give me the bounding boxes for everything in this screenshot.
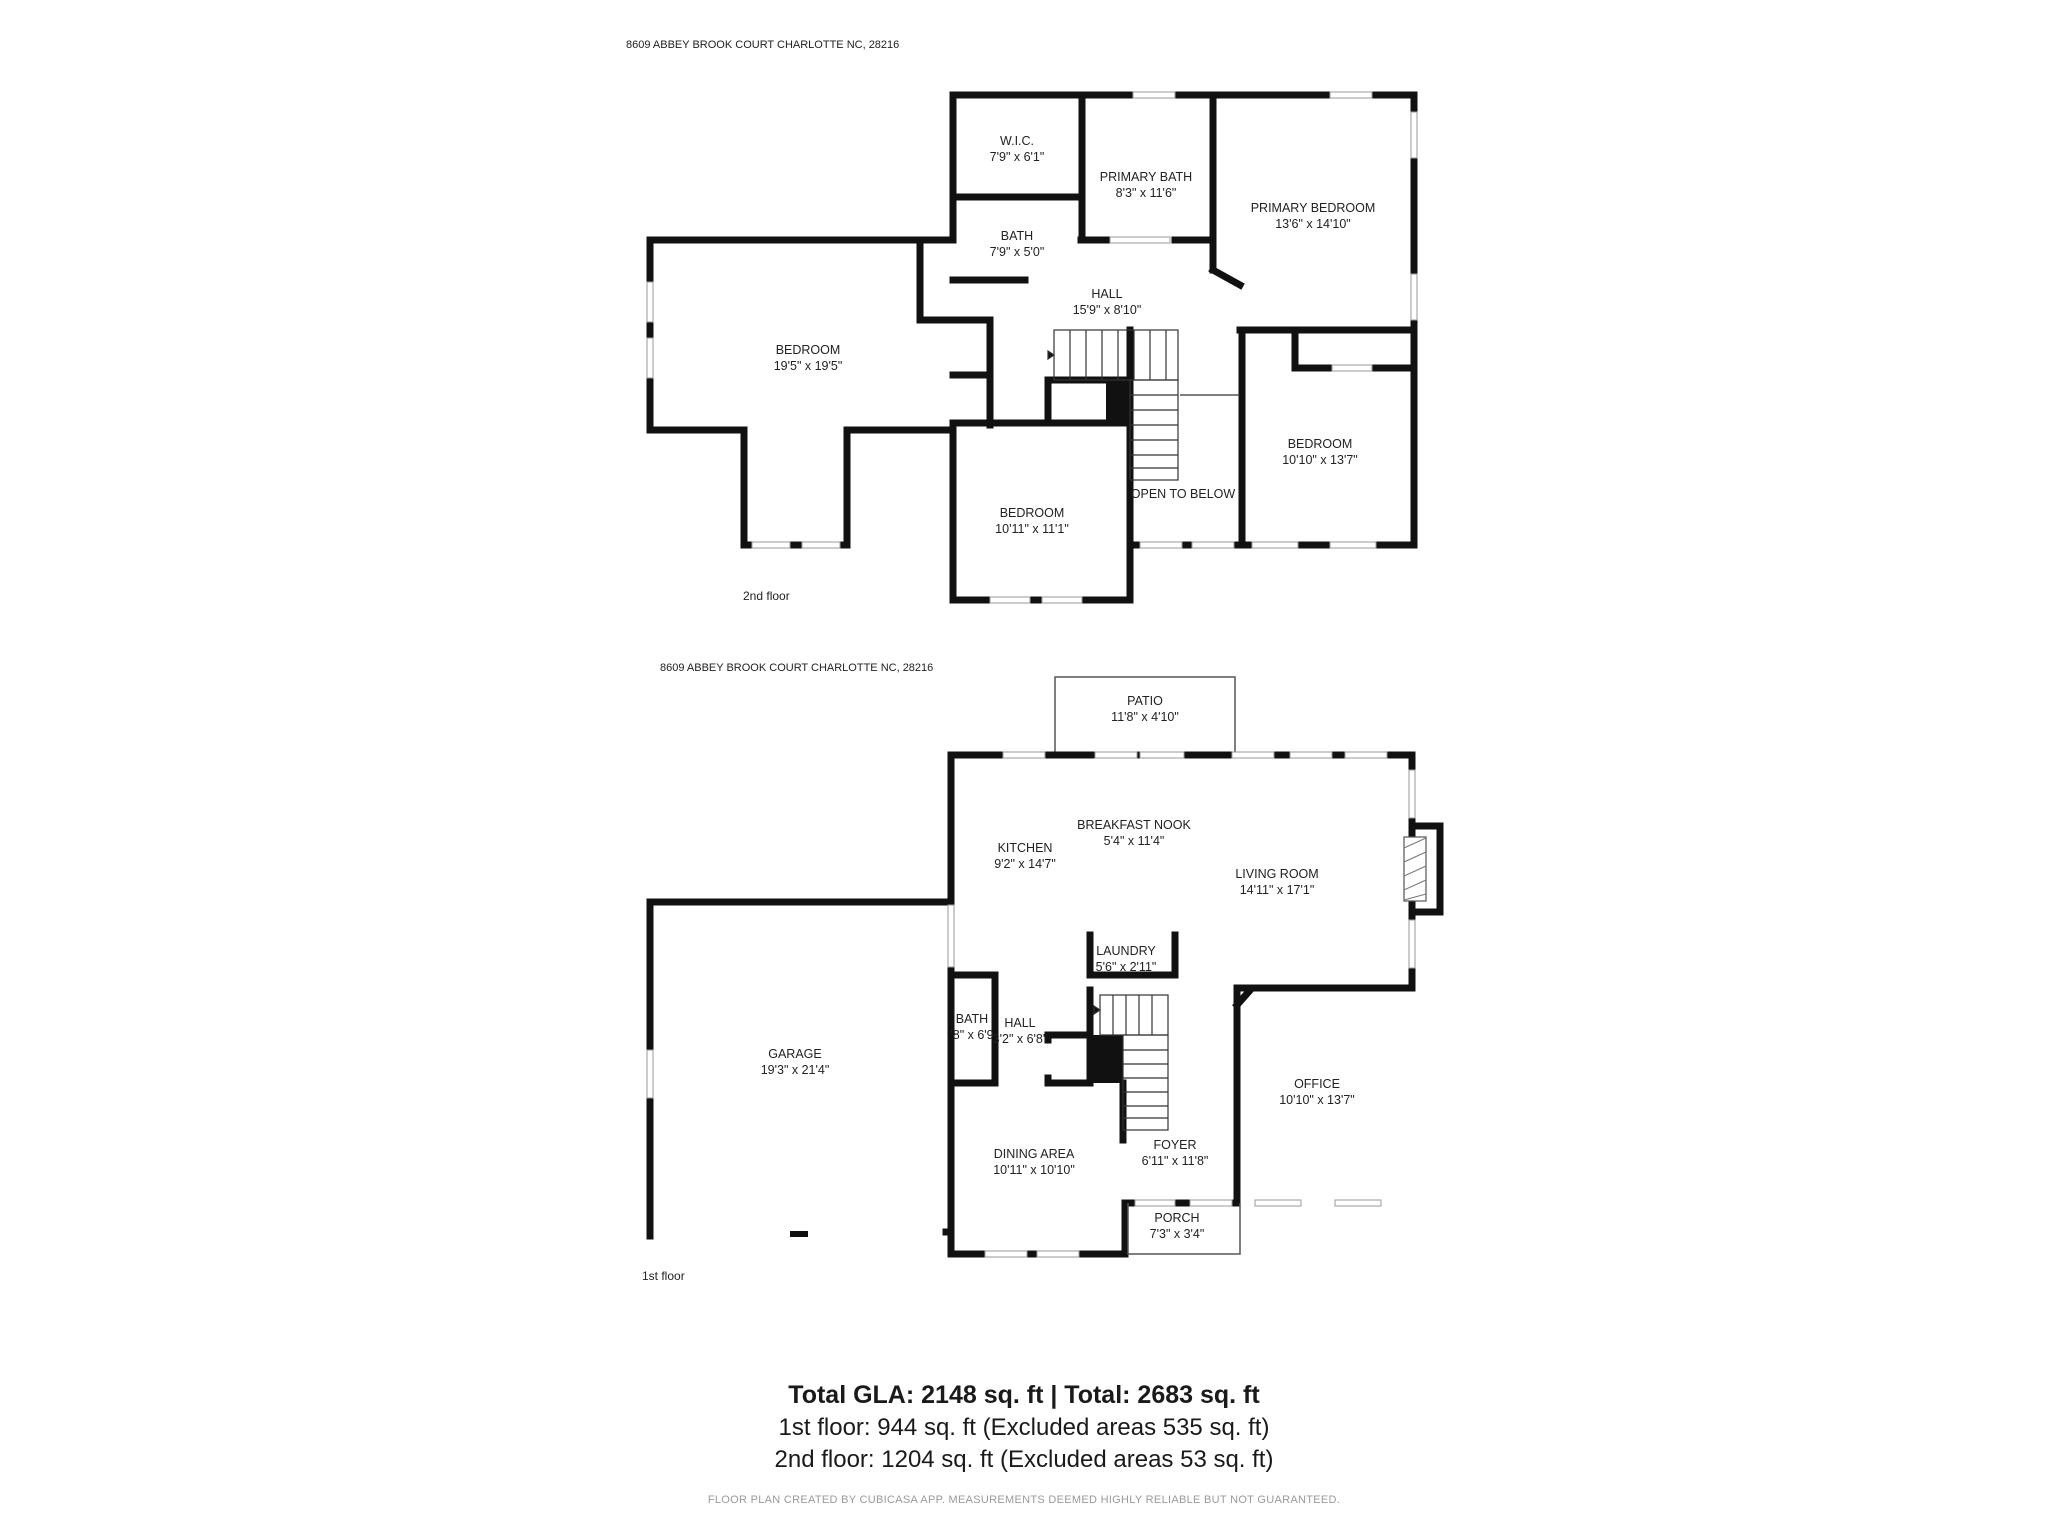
cubicasa-credit: FLOOR PLAN CREATED BY CUBICASA APP. MEAS… — [707, 1494, 1341, 1506]
second-floor-address: 8609 ABBEY BROOK COURT CHARLOTTE NC, 282… — [626, 39, 899, 51]
room-dims: 8'3" x 11'6" — [1116, 186, 1177, 200]
room-dims: '8" x 6'9 — [950, 1028, 993, 1042]
second-floor-label: 2nd floor — [743, 589, 790, 603]
room-name: OFFICE — [1294, 1077, 1340, 1091]
total-gla-summary: Total GLA: 2148 sq. ft | Total: 2683 sq.… — [788, 1381, 1260, 1409]
room-name: LAUNDRY — [1096, 944, 1156, 958]
first-floor-room-labels: PATIO 11'8" x 4'10" BREAKFAST NOOK 5'4" … — [761, 694, 1355, 1241]
room-name: OPEN TO BELOW — [1131, 487, 1236, 501]
room-name: BEDROOM — [1288, 437, 1353, 451]
first-floor-address: 8609 ABBEY BROOK COURT CHARLOTTE NC, 282… — [660, 662, 933, 674]
room-name: PORCH — [1154, 1211, 1199, 1225]
patio-outline — [1054, 676, 1236, 753]
room-dims: 5'6" x 2'11" — [1096, 960, 1157, 974]
room-dims: 19'3" x 21'4" — [761, 1063, 830, 1077]
second-floor-plan: 8609 ABBEY BROOK COURT CHARLOTTE NC, 282… — [626, 39, 1418, 604]
room-name: DINING AREA — [994, 1147, 1075, 1161]
room-name: PRIMARY BEDROOM — [1251, 201, 1376, 215]
room-name: BREAKFAST NOOK — [1077, 818, 1191, 832]
room-dims: 5'4" x 11'4" — [1104, 834, 1165, 848]
room-dims: 9'2" x 14'7" — [994, 857, 1056, 871]
second-floor-room-labels: W.I.C. 7'9" x 6'1" PRIMARY BATH 8'3" x 1… — [774, 134, 1376, 536]
room-name: LIVING ROOM — [1235, 867, 1318, 881]
stair-column — [1106, 380, 1130, 423]
room-dims: 10'11" x 11'1" — [995, 522, 1069, 536]
room-name: PRIMARY BATH — [1100, 170, 1192, 184]
room-dims: 6'11" x 11'8" — [1142, 1154, 1209, 1168]
room-dims: 10'10" x 13'7" — [1282, 453, 1358, 467]
room-name: GARAGE — [768, 1047, 822, 1061]
room-name: W.I.C. — [1000, 134, 1034, 148]
first-floor-plan: 8609 ABBEY BROOK COURT CHARLOTTE NC, 282… — [642, 662, 1444, 1283]
second-floor-windows — [646, 91, 1418, 604]
first-floor-stairs — [1093, 994, 1169, 1131]
room-dims: 13'6" x 14'10" — [1275, 217, 1351, 231]
room-name: BEDROOM — [1000, 506, 1065, 520]
room-name: KITCHEN — [998, 841, 1053, 855]
room-name: FOYER — [1153, 1138, 1196, 1152]
room-dims: 10'10" x 13'7" — [1279, 1093, 1355, 1107]
room-dims: 19'5" x 19'5" — [774, 359, 843, 373]
second-floor-area-summary: 2nd floor: 1204 sq. ft (Excluded areas 5… — [774, 1446, 1274, 1473]
room-dims: 11'8" x 4'10" — [1111, 710, 1179, 724]
room-dims: 7'9" x 5'0" — [990, 245, 1045, 259]
first-floor-area-summary: 1st floor: 944 sq. ft (Excluded areas 53… — [778, 1414, 1270, 1441]
room-name: PATIO — [1127, 694, 1163, 708]
room-name: BATH — [956, 1012, 988, 1026]
room-name: BEDROOM — [776, 343, 841, 357]
first-floor-walls — [646, 751, 1444, 1258]
room-dims: 15'9" x 8'10" — [1073, 303, 1142, 317]
stair-column — [1093, 1035, 1123, 1083]
room-dims: 10'11" x 10'10" — [993, 1163, 1075, 1177]
room-dims: 3'2" x 6'8" — [993, 1032, 1048, 1046]
room-dims: 14'11" x 17'1" — [1240, 883, 1315, 897]
room-name: HALL — [1004, 1016, 1035, 1030]
room-dims: 7'9" x 6'1" — [990, 150, 1045, 164]
room-name: BATH — [1001, 229, 1033, 243]
room-name: HALL — [1091, 287, 1122, 301]
second-floor-stairs — [1047, 329, 1240, 481]
room-dims: 7'3" x 3'4" — [1150, 1227, 1205, 1241]
first-floor-label: 1st floor — [642, 1269, 685, 1283]
porch-outline — [1127, 1203, 1241, 1255]
fireplace — [1403, 836, 1427, 902]
first-floor-windows — [646, 751, 1416, 1258]
